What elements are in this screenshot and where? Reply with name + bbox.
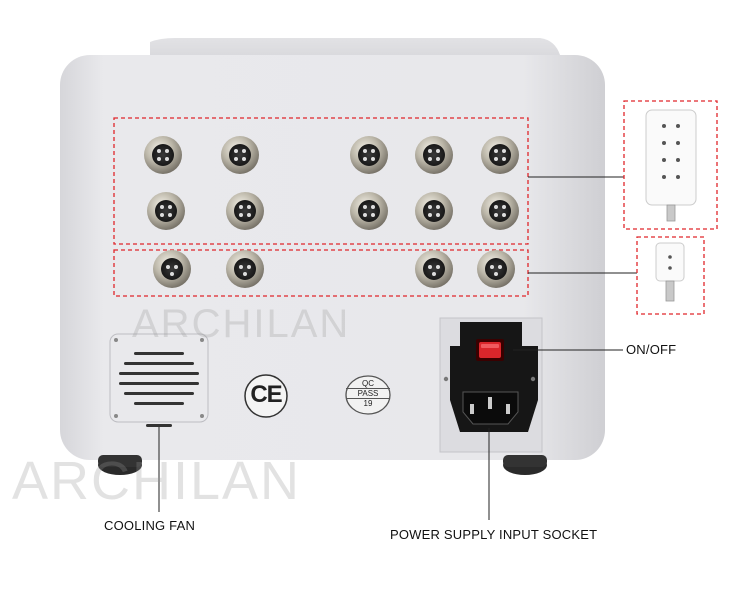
ce-mark-text: CE [250, 381, 282, 408]
eight-hole-pad-icon [645, 109, 697, 222]
two-hole-pad-icon [655, 242, 685, 302]
upper-connectors-box [113, 117, 529, 245]
ce-mark [244, 374, 288, 418]
qc-pass-text: QC PASS 19 [346, 379, 390, 408]
four-pin-connector-row-2 [147, 192, 519, 230]
watermark-1: ARCHILAN [132, 302, 351, 346]
qc-pass-sticker [345, 375, 391, 415]
qc-line-1: QC [362, 379, 374, 388]
three-pin-connector-row [153, 250, 515, 288]
power-socket-label: POWER SUPPLY INPUT SOCKET [390, 527, 598, 542]
on-off-label: ON/OFF [626, 342, 677, 357]
power-panel [439, 317, 543, 453]
qc-line-2: PASS [346, 388, 390, 399]
watermark-2: ARCHILAN [12, 451, 302, 511]
large-pad-box [623, 100, 718, 230]
qc-line-3: 19 [363, 399, 373, 408]
power-switch [476, 339, 504, 361]
four-pin-connector-row-1 [144, 136, 519, 174]
iec-power-socket [462, 391, 519, 425]
cooling-fan-grille [109, 333, 209, 427]
cooling-fan-label: COOLING FAN [104, 518, 196, 533]
small-pad-box [636, 236, 705, 315]
